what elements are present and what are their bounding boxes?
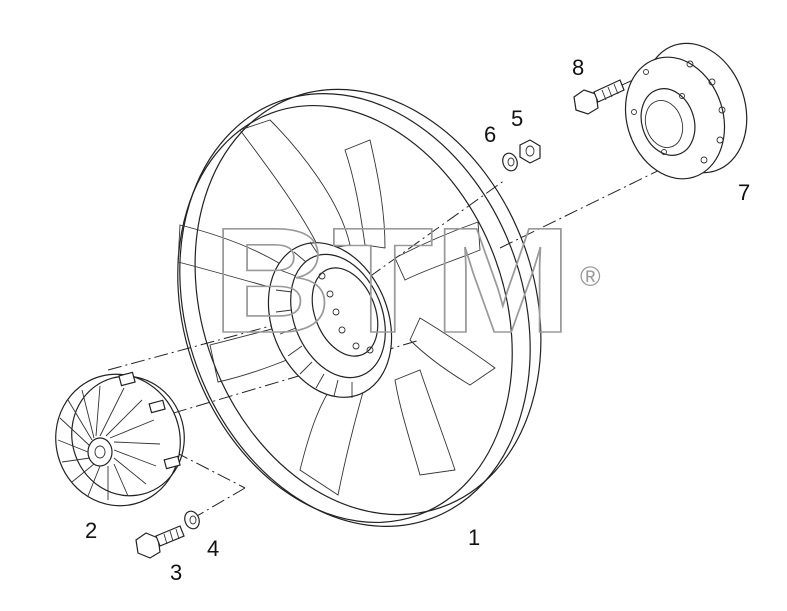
watermark-text: BTM [212,196,572,364]
nut-part [519,139,541,164]
callout-nut: 5 [511,106,523,131]
hub-flange-part [624,42,748,180]
upper-washer-part [502,152,518,172]
lower-washer-part [184,510,200,530]
upper-bolt-part [573,79,625,115]
callout-washer-upper: 6 [484,122,496,147]
callout-viscous-clutch: 2 [85,518,97,543]
callout-washer-lower: 4 [207,536,219,561]
callout-bolt-lower: 3 [170,560,182,585]
fan-part [177,88,542,527]
callout-fan: 1 [468,525,480,550]
viscous-clutch-part [55,371,185,507]
registered-mark: ® [580,261,601,292]
lower-bolt-part [135,525,185,559]
callout-hub-flange: 7 [738,180,750,205]
callout-labels: 1 2 3 4 5 6 7 8 [85,55,750,585]
btm-watermark: BTM ® [211,195,601,365]
callout-bolt-upper: 8 [572,55,584,80]
